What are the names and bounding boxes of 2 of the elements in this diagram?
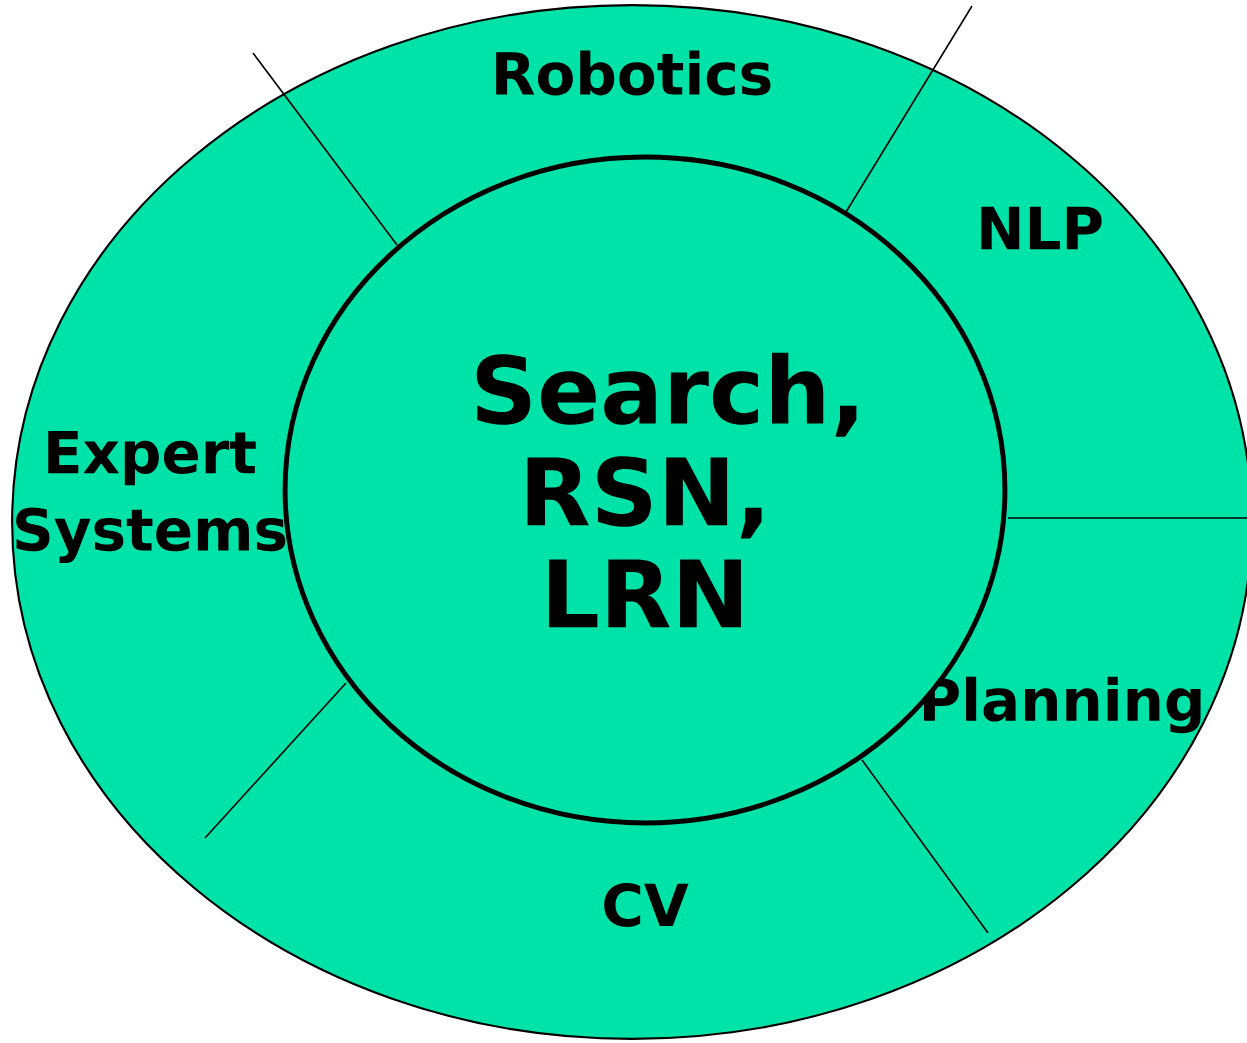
sector-label: Robotics bbox=[496, 50, 771, 96]
sector-label: CV bbox=[604, 883, 689, 927]
